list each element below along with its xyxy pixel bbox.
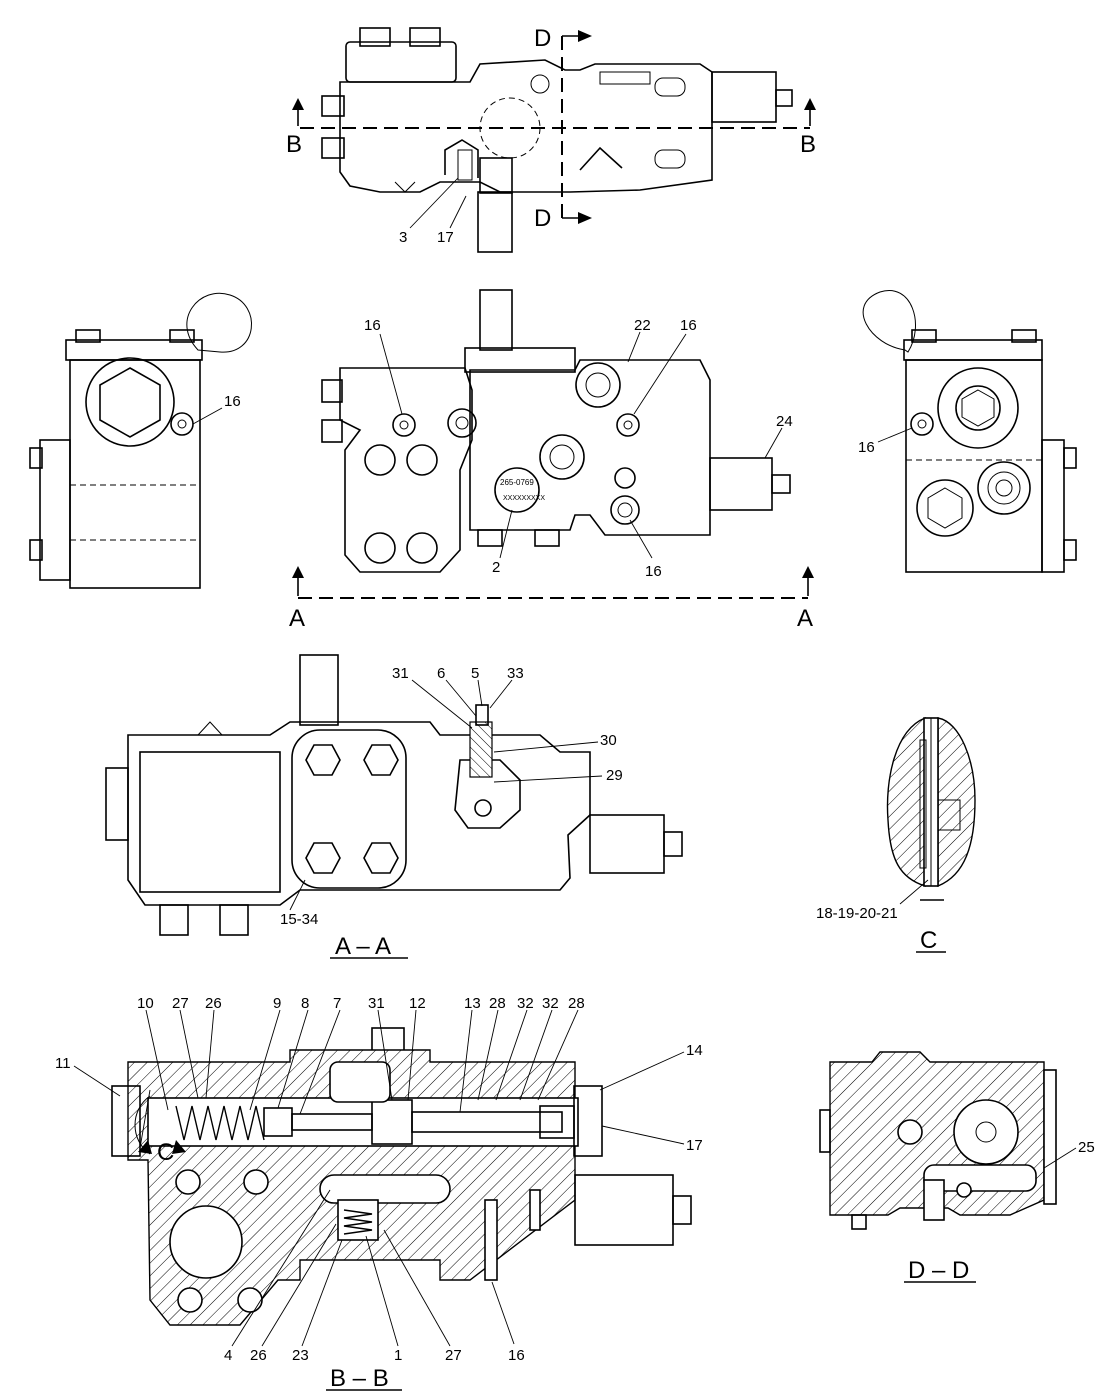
callout: 16 <box>680 317 697 334</box>
part-number-marking: 265-0769 <box>500 478 534 487</box>
callout: 4 <box>224 1347 232 1364</box>
callout: 30 <box>600 732 617 749</box>
detail-c-title: C <box>920 927 937 954</box>
section-d-label-top-left: D <box>534 25 551 52</box>
section-a-label-left: A <box>289 605 305 632</box>
callout: 28 <box>568 995 585 1012</box>
callout: 31 <box>368 995 385 1012</box>
section-b-b-title: B – B <box>330 1365 389 1392</box>
callout: 9 <box>273 995 281 1012</box>
detail-c-view: C 18-19-20-21 <box>816 716 976 954</box>
callout: 13 <box>464 995 481 1012</box>
callout: 18-19-20-21 <box>816 905 898 922</box>
callout: 22 <box>634 317 651 334</box>
callout: 16 <box>364 317 381 334</box>
section-d-d-title: D – D <box>908 1257 969 1284</box>
callout: 31 <box>392 665 409 682</box>
callout: 27 <box>172 995 189 1012</box>
callout: 29 <box>606 767 623 784</box>
section-b-b-view: C B – B 10 27 26 9 8 7 31 12 13 28 32 32… <box>55 995 703 1392</box>
callout: 23 <box>292 1347 309 1364</box>
callout: 1 <box>394 1347 402 1364</box>
section-b-label-left: B <box>286 131 302 158</box>
callout: 16 <box>224 393 241 410</box>
callout: 6 <box>437 665 445 682</box>
callout: 16 <box>858 439 875 456</box>
callout: 12 <box>409 995 426 1012</box>
callout: 16 <box>508 1347 525 1364</box>
callout: 7 <box>333 995 341 1012</box>
callout: 5 <box>471 665 479 682</box>
callout: 26 <box>205 995 222 1012</box>
section-a-a-view: A – A 31 6 5 33 30 29 15-34 <box>105 654 683 960</box>
section-b-label-right: B <box>800 131 816 158</box>
callout: 28 <box>489 995 506 1012</box>
callout: 26 <box>250 1347 267 1364</box>
callout: 17 <box>437 229 454 246</box>
section-a-a-title: A – A <box>335 933 391 960</box>
section-d-label-bottom: D <box>534 205 551 232</box>
right-side-view: 16 <box>858 290 1077 573</box>
callout: 3 <box>399 229 407 246</box>
section-d-d-view: D – D 25 <box>819 1051 1095 1284</box>
section-a-label-right: A <box>797 605 813 632</box>
callout: 14 <box>686 1042 703 1059</box>
callout: 27 <box>445 1347 462 1364</box>
callout: 33 <box>507 665 524 682</box>
callout: 2 <box>492 559 500 576</box>
callout: 25 <box>1078 1139 1095 1156</box>
front-view: 265-0769 XXXXXXXXX A A 16 22 16 24 2 16 <box>289 289 814 632</box>
callout: 17 <box>686 1137 703 1154</box>
callout: 15-34 <box>280 911 318 928</box>
left-side-view: 16 <box>29 292 252 589</box>
callout: 11 <box>55 1055 71 1072</box>
callout: 32 <box>517 995 534 1012</box>
callout: 16 <box>645 563 662 580</box>
part-serial-marking: XXXXXXXXX <box>503 495 545 502</box>
callout: 10 <box>137 995 154 1012</box>
top-view: D B B D 3 17 <box>286 25 816 253</box>
callout: 8 <box>301 995 309 1012</box>
detail-c-marker: C <box>157 1139 174 1166</box>
callout: 32 <box>542 995 559 1012</box>
callout: 24 <box>776 413 793 430</box>
